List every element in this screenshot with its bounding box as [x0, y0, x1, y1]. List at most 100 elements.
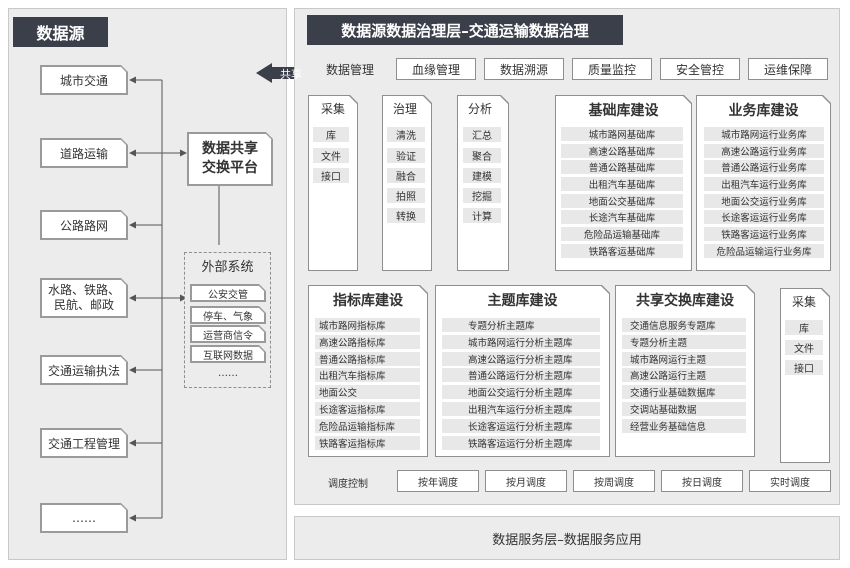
security-control-button[interactable]: 安全管控: [660, 58, 740, 80]
source-item-highway-network[interactable]: 公路路网: [41, 211, 127, 239]
base-lib-list: 城市路网基础库 高速公路基础库 普通公路基础库 出租汽车基础库 地面公交基础库 …: [561, 127, 683, 258]
source-item-city-traffic[interactable]: 城市交通: [41, 66, 127, 94]
biz-lib-list: 城市路网运行业务库 高速公路运行业务库 普通公路运行业务库 出租汽车运行业务库 …: [704, 127, 824, 258]
realtime-schedule-button[interactable]: 实时调度: [749, 470, 831, 492]
govern-item-validate[interactable]: 验证: [387, 148, 425, 163]
list-item[interactable]: 城市路网指标库: [315, 318, 420, 332]
analyze-item-aggregate[interactable]: 聚合: [463, 148, 501, 163]
data-source-title: 数据源: [13, 17, 108, 47]
collect2-item-db[interactable]: 库: [785, 320, 823, 335]
external-item-carrier-signal[interactable]: 运营商信令: [191, 326, 265, 342]
index-lib-list: 城市路网指标库 高速公路指标库 普通公路指标库 出租汽车指标库 地面公交 长途客…: [315, 318, 420, 450]
external-systems-title: 外部系统: [201, 259, 254, 275]
list-item[interactable]: 经营业务基础信息: [622, 418, 746, 433]
govern-card: [382, 95, 432, 271]
analyze-item-summarize[interactable]: 汇总: [463, 127, 501, 142]
analyze-item-compute[interactable]: 计算: [463, 208, 501, 223]
list-item[interactable]: 地面公交基础库: [561, 193, 683, 208]
list-item[interactable]: 高速公路运行业务库: [704, 143, 824, 158]
data-traceability-button[interactable]: 数据溯源: [484, 58, 564, 80]
topic-lib-list: 专题分析主题库 城市路网运行分析主题库 高速公路运行分析主题库 普通公路运行分析…: [442, 318, 600, 450]
list-item[interactable]: 长途客运指标库: [315, 401, 420, 416]
collect-item-api[interactable]: 接口: [313, 168, 349, 183]
weekly-schedule-button[interactable]: 按周调度: [573, 470, 655, 492]
list-item[interactable]: 交调站基础数据: [622, 401, 746, 416]
govern-item-clean[interactable]: 清洗: [387, 127, 425, 142]
list-item[interactable]: 城市路网运行主题: [622, 351, 746, 366]
govern-item-convert[interactable]: 转换: [387, 208, 425, 223]
list-item[interactable]: 城市路网运行分析主题库: [442, 334, 600, 349]
analyze-item-model[interactable]: 建模: [463, 168, 501, 183]
lineage-mgmt-button[interactable]: 血缘管理: [396, 58, 476, 80]
collect2-item-api[interactable]: 接口: [785, 360, 823, 375]
source-item-water-rail-air-post[interactable]: 水路、铁路、民航、邮政: [41, 279, 127, 317]
share-lib-title: 共享交换库建设: [636, 293, 734, 309]
list-item[interactable]: 铁路客运运行业务库: [704, 227, 824, 242]
daily-schedule-button[interactable]: 按日调度: [661, 470, 743, 492]
list-item[interactable]: 高速公路指标库: [315, 334, 420, 349]
collect-item-db[interactable]: 库: [313, 127, 349, 142]
list-item[interactable]: 铁路客运指标库: [315, 435, 420, 450]
collect-item-file[interactable]: 文件: [313, 148, 349, 163]
external-item-internet-data[interactable]: 互联网数据: [191, 346, 265, 362]
list-item[interactable]: 长途客运运行分析主题库: [442, 418, 600, 433]
list-item[interactable]: 铁路客运基础库: [561, 243, 683, 258]
source-item-more[interactable]: ……: [41, 504, 127, 532]
list-item[interactable]: 长途汽车基础库: [561, 210, 683, 225]
collect2-item-file[interactable]: 文件: [785, 340, 823, 355]
list-item[interactable]: 普通公路运行业务库: [704, 160, 824, 175]
service-layer-title: 数据服务层–数据服务应用: [492, 532, 642, 548]
collect-card: [308, 95, 358, 271]
quality-monitor-button[interactable]: 质量监控: [572, 58, 652, 80]
external-item-police[interactable]: 公安交管: [191, 285, 265, 301]
govern-item-fuse[interactable]: 融合: [387, 168, 425, 183]
source-item-road-transport[interactable]: 道路运输: [41, 139, 127, 167]
index-lib-title: 指标库建设: [333, 293, 403, 309]
monthly-schedule-button[interactable]: 按月调度: [485, 470, 567, 492]
data-exchange-platform[interactable]: 数据共享交换平台: [188, 133, 272, 185]
list-item[interactable]: 普通公路基础库: [561, 160, 683, 175]
list-item[interactable]: 长途客运运行业务库: [704, 210, 824, 225]
schedule-control-label: 调度控制: [328, 478, 368, 490]
external-item-parking-weather[interactable]: 停车、气象: [191, 307, 265, 323]
list-item[interactable]: 普通公路运行分析主题库: [442, 368, 600, 383]
list-item[interactable]: 交通信息服务专题库: [622, 318, 746, 332]
list-item[interactable]: 出租汽车基础库: [561, 177, 683, 192]
data-management-label: 数据管理: [326, 62, 375, 77]
share-lib-list: 交通信息服务专题库 专题分析主题 城市路网运行主题 高速公路运行主题 交通行业基…: [622, 318, 746, 433]
list-item[interactable]: 城市路网运行业务库: [704, 127, 824, 141]
list-item[interactable]: 出租汽车运行业务库: [704, 177, 824, 192]
list-item[interactable]: 专题分析主题: [622, 334, 746, 349]
list-item[interactable]: 危险品运输指标库: [315, 418, 420, 433]
list-item[interactable]: 地面公交: [315, 385, 420, 400]
list-item[interactable]: 高速公路运行分析主题库: [442, 351, 600, 366]
list-item[interactable]: 专题分析主题库: [442, 318, 600, 332]
list-item[interactable]: 高速公路基础库: [561, 143, 683, 158]
biz-lib-title: 业务库建设: [728, 103, 799, 119]
analyze-title: 分析: [467, 101, 492, 116]
analyze-item-mine[interactable]: 挖掘: [463, 188, 501, 203]
list-item[interactable]: 地面公交运行业务库: [704, 193, 824, 208]
external-item-more: ……: [218, 368, 238, 379]
list-item[interactable]: 交通行业基础数据库: [622, 385, 746, 400]
list-item[interactable]: 危险品运输基础库: [561, 227, 683, 242]
list-item[interactable]: 危险品运输运行业务库: [704, 243, 824, 258]
list-item[interactable]: 高速公路运行主题: [622, 368, 746, 383]
source-item-law-enforcement[interactable]: 交通运输执法: [41, 356, 127, 384]
share-arrow-label: 共享: [280, 68, 302, 81]
list-item[interactable]: 普通公路指标库: [315, 351, 420, 366]
governance-title: 数据源数据治理层–交通运输数据治理: [307, 15, 623, 45]
collect2-title: 采集: [791, 294, 816, 309]
list-item[interactable]: 地面公交运行分析主题库: [442, 385, 600, 400]
yearly-schedule-button[interactable]: 按年调度: [397, 470, 479, 492]
list-item[interactable]: 出租汽车运行分析主题库: [442, 401, 600, 416]
service-layer-panel: [294, 516, 840, 560]
analyze-card: [457, 95, 509, 271]
base-lib-title: 基础库建设: [588, 103, 659, 119]
list-item[interactable]: 铁路客运运行分析主题库: [442, 435, 600, 450]
govern-item-snapshot[interactable]: 拍照: [387, 188, 425, 203]
list-item[interactable]: 城市路网基础库: [561, 127, 683, 141]
ops-support-button[interactable]: 运维保障: [748, 58, 828, 80]
source-item-engineering-mgmt[interactable]: 交通工程管理: [41, 429, 127, 457]
list-item[interactable]: 出租汽车指标库: [315, 368, 420, 383]
